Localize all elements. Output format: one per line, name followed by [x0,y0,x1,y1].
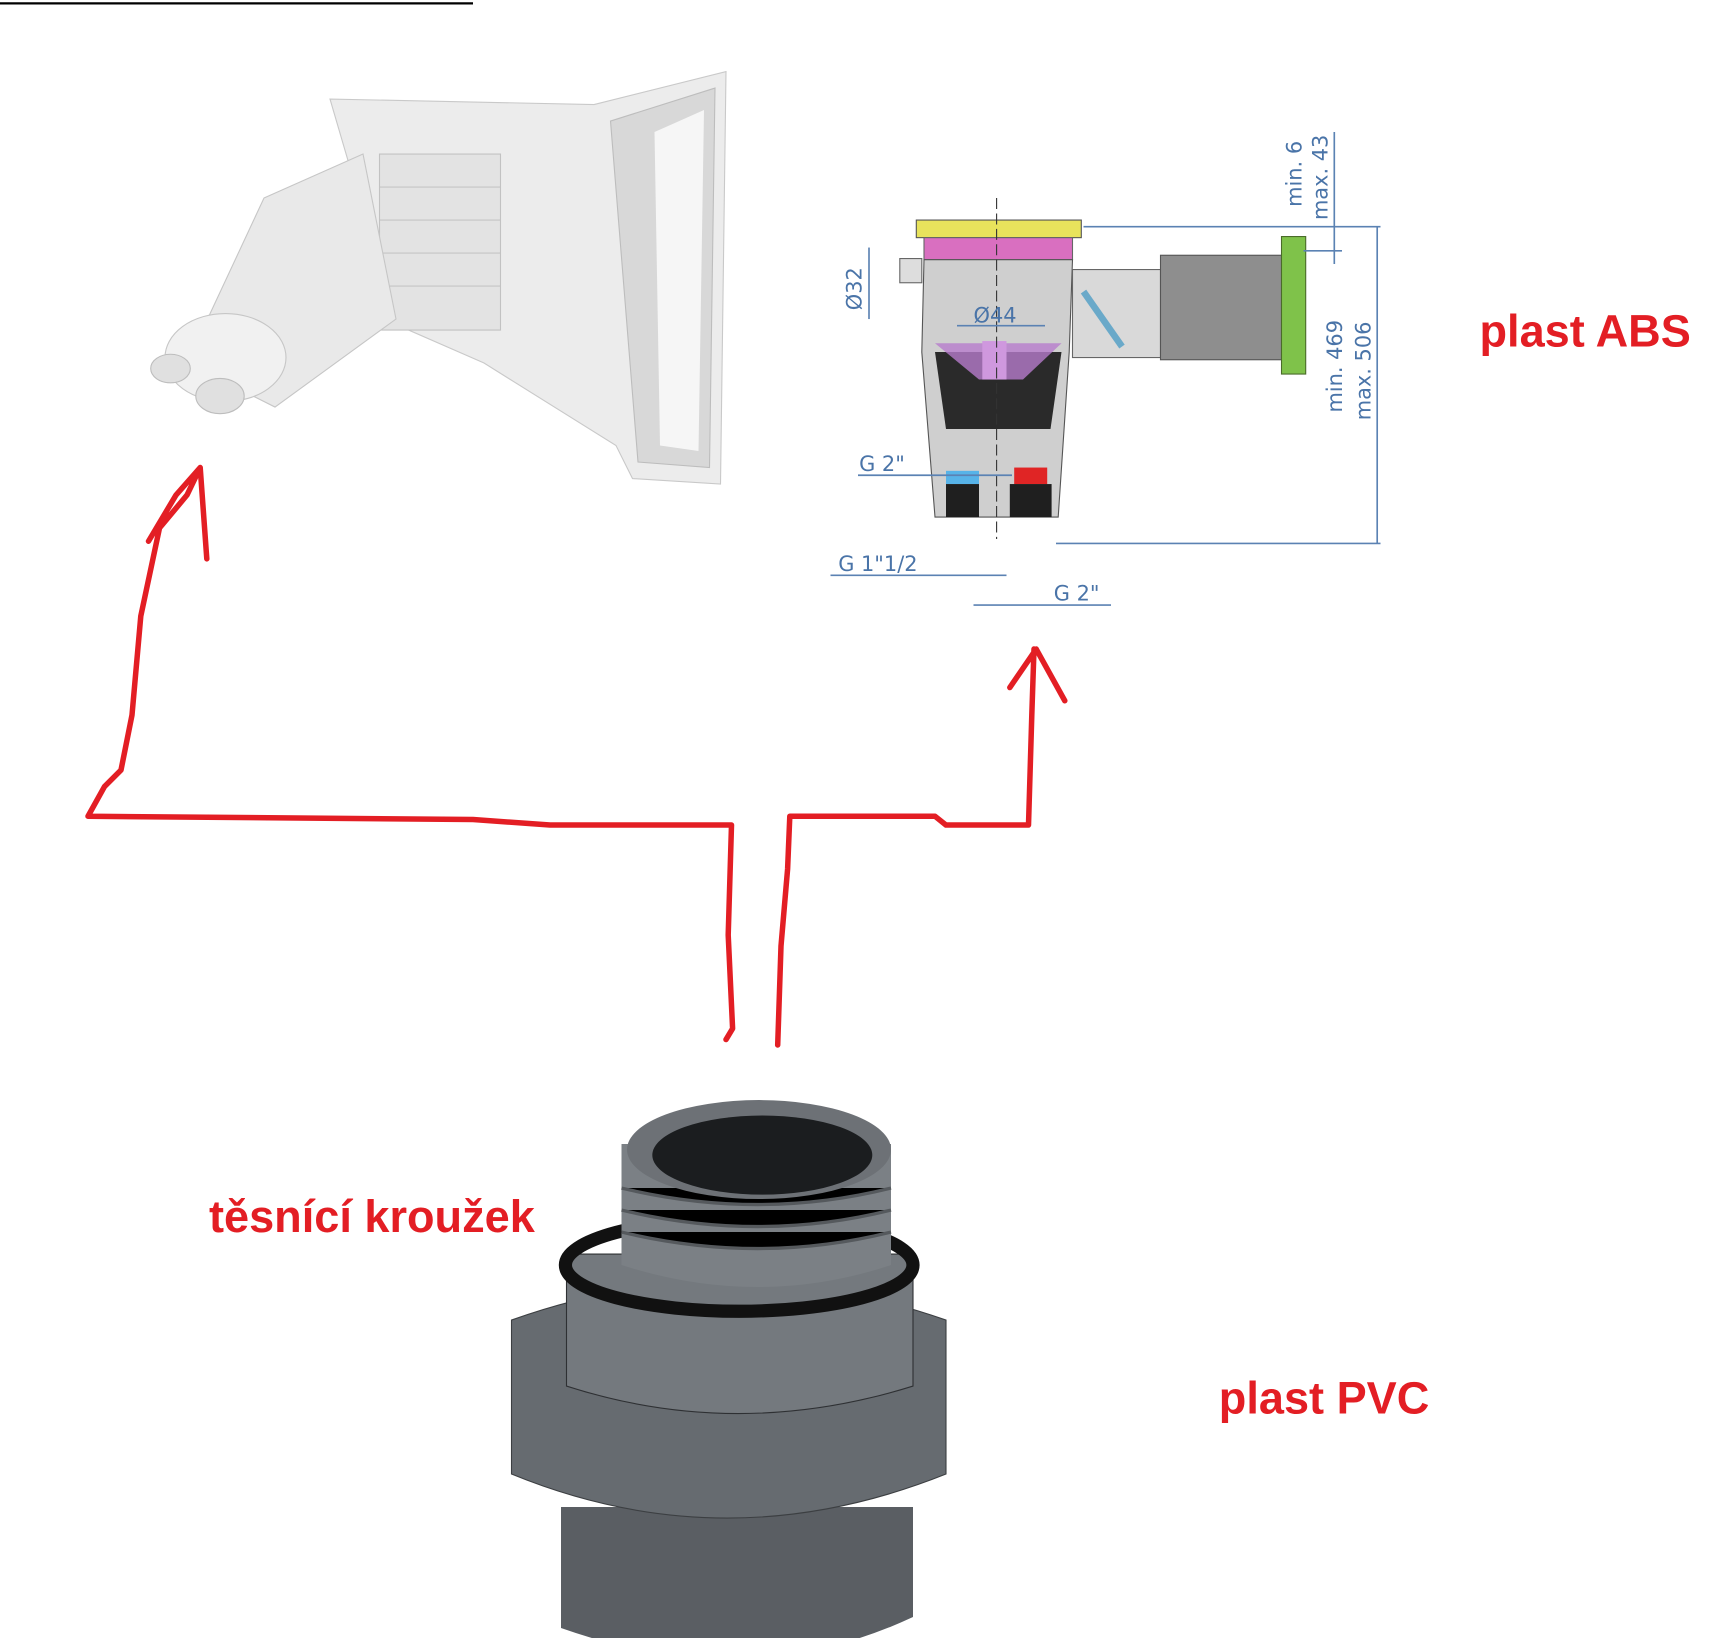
label-plast-pvc: plast PVC [1219,1373,1430,1424]
label-plast-abs: plast ABS [1480,306,1691,357]
arrow-to-technical-drawing [774,646,1068,1048]
dim-max506: max. 506 [1352,322,1376,421]
arrow-to-skimmer-render [85,464,736,1043]
skimmer-technical-drawing: Ø44 G 2" G 1"1/2 G 2" Ø32 min. 6 max. 43… [830,132,1381,606]
dim-min469: min. 469 [1323,320,1347,413]
skimmer-render-image [150,70,727,485]
dim-max43: max. 43 [1309,135,1333,220]
dim-g2-bottom: G 2" [1054,582,1100,606]
dim-min6: min. 6 [1282,141,1306,207]
dim-g2-top: G 2" [859,452,905,476]
label-sealing-ring: těsnící kroužek [209,1191,536,1242]
dim-d32: Ø32 [842,267,866,310]
pvc-union-coupling-image [510,1100,947,1638]
dim-d44: Ø44 [973,303,1016,327]
dim-g1-1-2: G 1"1/2 [838,552,917,576]
